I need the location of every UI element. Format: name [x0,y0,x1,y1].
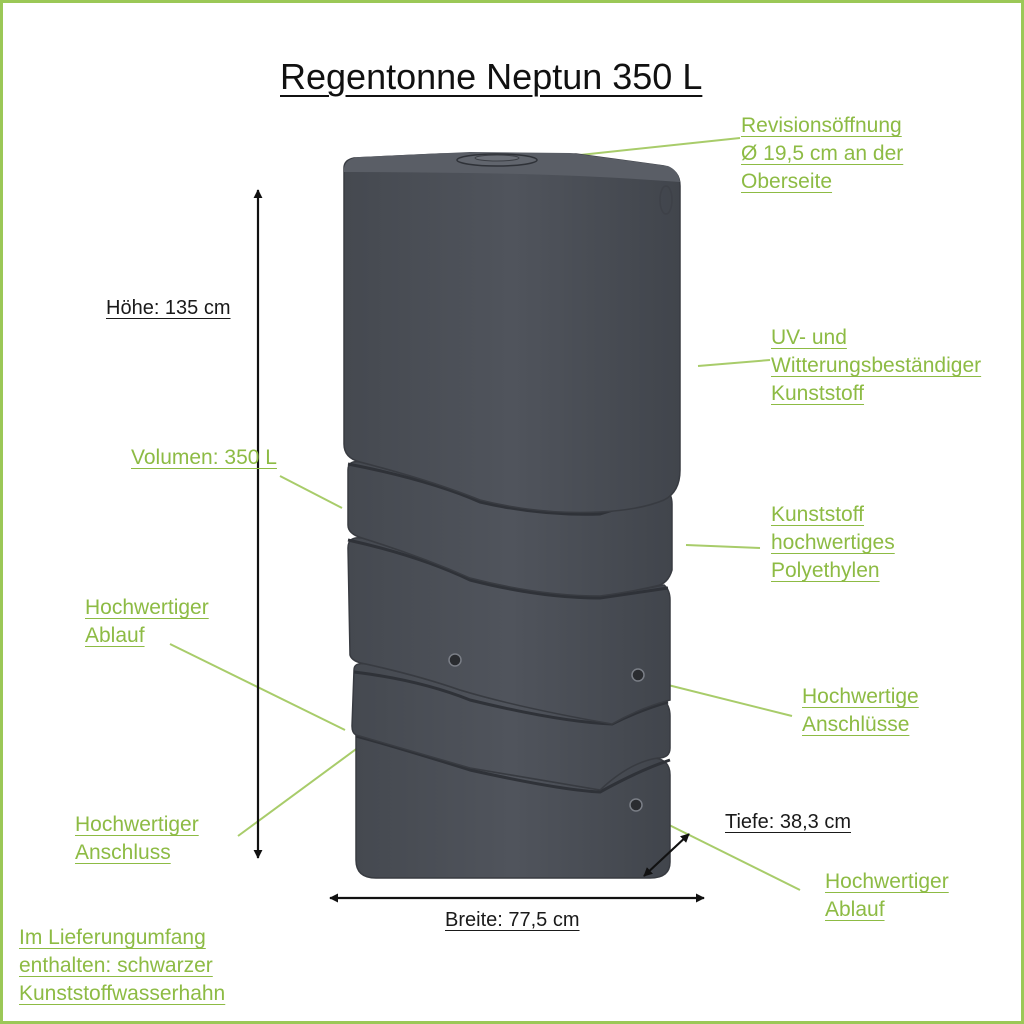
width-label-text: Breite: 77,5 cm [445,909,580,931]
annotation-line: Kunststoff [771,503,865,526]
height-label-text: Höhe: 135 cm [106,297,231,319]
leader-line-connections-right [647,679,793,717]
annotation-polyethylene: Kunststoff hochwertiges Polyethylen [771,501,895,585]
annotation-line: Anschluss [75,841,171,864]
annotation-line: Ablauf [85,624,145,647]
tank-segment-top [343,153,681,514]
annotation-line: Polyethylen [771,559,880,582]
annotation-drain-left: Hochwertiger Ablauf [85,594,209,650]
annotation-inspection-opening: Revisionsöffnung Ø 19,5 cm an der Oberse… [741,112,903,196]
annotation-line: Revisionsöffnung [741,114,902,137]
annotation-uv-material: UV- und Witterungsbeständiger Kunststoff [771,324,981,408]
annotation-line: hochwertiges [771,531,895,554]
leader-line-polyethylene [685,544,761,549]
tank-top-surface [344,152,680,182]
drain-port-right [629,798,643,812]
rain-barrel [343,152,681,879]
annotation-volume: Volumen: 350 L [131,444,277,472]
annotation-line: UV- und [771,326,847,349]
width-label: Breite: 77,5 cm [445,906,580,934]
annotation-line: Kunststoffwasserhahn [19,982,226,1005]
leader-line-uv-material [697,359,771,367]
annotation-line: Anschlüsse [802,713,910,736]
annotation-line: Ablauf [825,898,885,921]
annotation-line: Hochwertiger [75,813,199,836]
annotation-line: Witterungsbeständiger [771,354,982,377]
connection-port-left [448,653,462,667]
annotation-delivery-scope: Im Lieferungumfang enthalten: schwarzer … [19,924,225,1008]
depth-label: Tiefe: 38,3 cm [725,808,851,836]
connection-port-right [631,668,645,682]
annotation-line: Hochwertiger [85,596,209,619]
depth-label-text: Tiefe: 38,3 cm [725,811,851,833]
annotation-line: Hochwertige [802,685,919,708]
annotation-line: Im Lieferungumfang [19,926,206,949]
annotation-line: Kunststoff [771,382,865,405]
annotation-drain-right: Hochwertiger Ablauf [825,868,949,924]
annotation-line: Oberseite [741,170,833,193]
leader-line-volume [279,475,343,509]
annotation-line: Ø 19,5 cm an der [741,142,904,165]
depth-arrow [643,833,690,877]
annotation-line: Hochwertiger [825,870,949,893]
height-label: Höhe: 135 cm [106,294,231,322]
leader-line-drain-right [644,812,801,891]
page-title: Regentonne Neptun 350 L [280,56,703,97]
annotation-connections-right: Hochwertige Anschlüsse [802,683,919,739]
annotation-connection-left: Hochwertiger Anschluss [75,811,199,867]
annotation-line: enthalten: schwarzer [19,954,213,977]
annotation-line: Volumen: 350 L [131,446,277,469]
leader-line-inspection-opening [579,137,741,156]
